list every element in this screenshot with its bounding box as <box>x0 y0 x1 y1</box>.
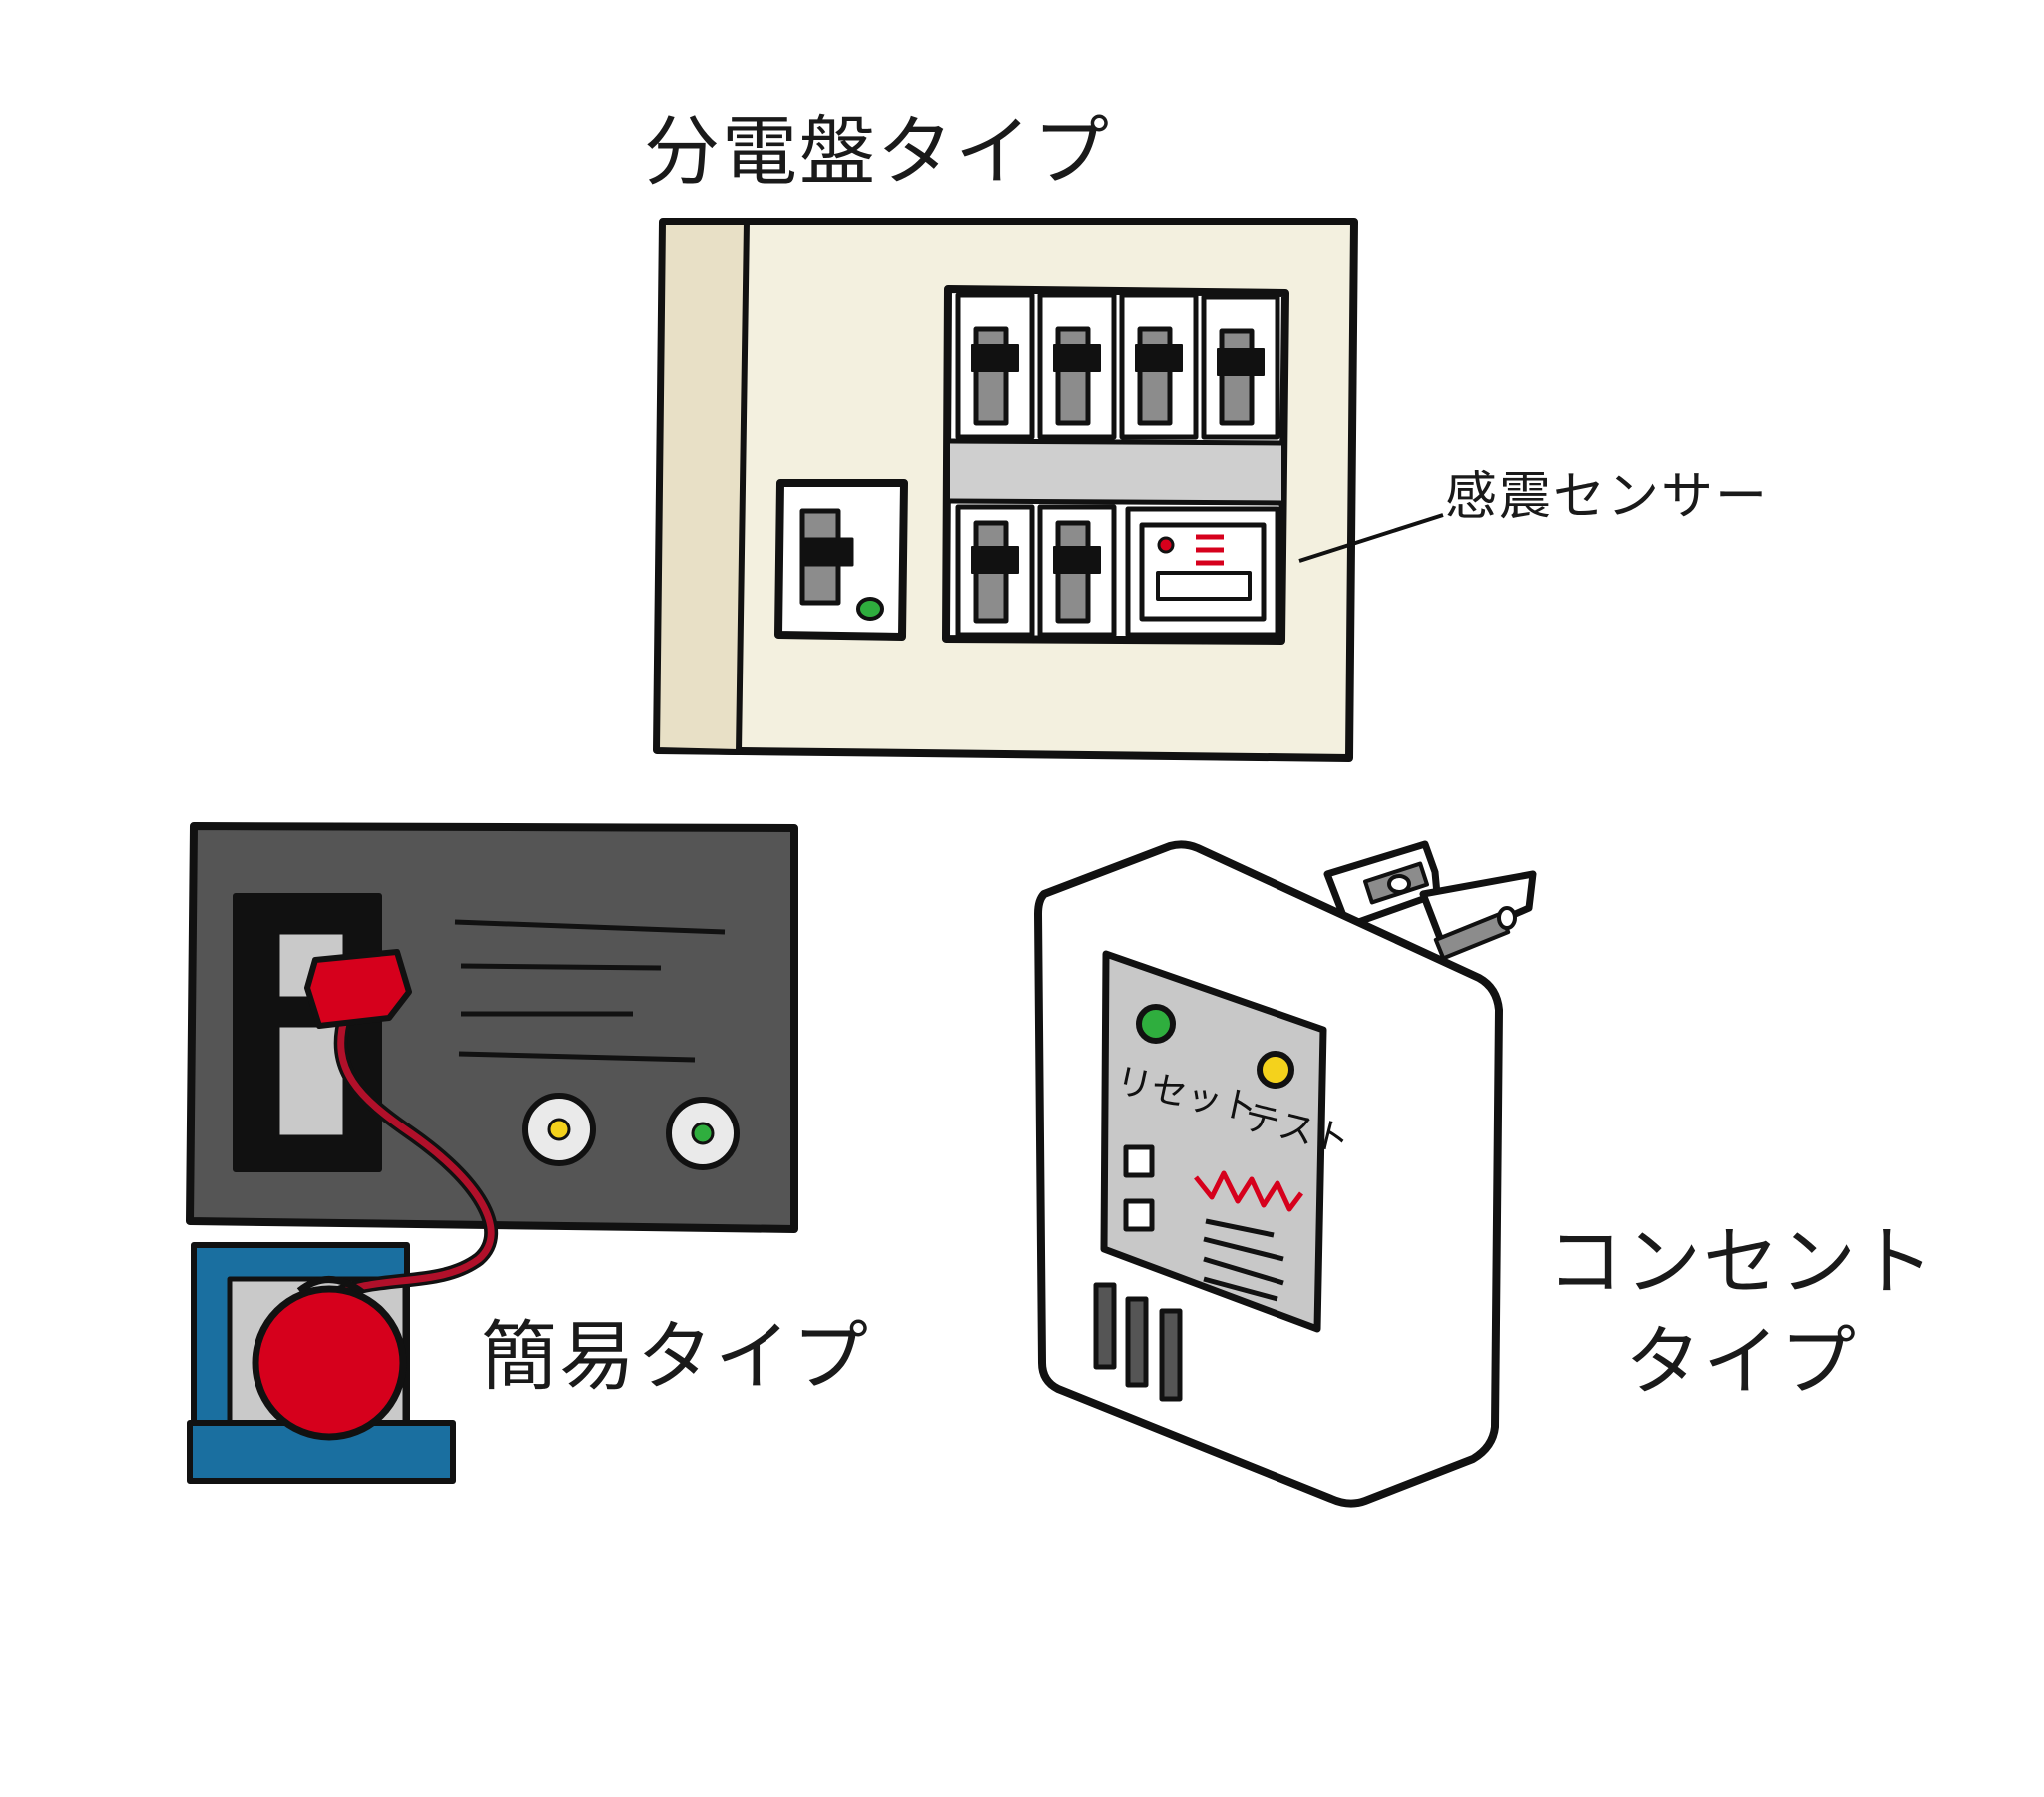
trigger-plug <box>304 949 412 1029</box>
simple-type-device <box>186 822 798 1484</box>
mode-checkboxes <box>1123 1144 1155 1232</box>
plug-prongs <box>1323 840 1537 961</box>
simple-breaker <box>233 893 382 1172</box>
seismic-sensor-unit <box>1125 506 1280 638</box>
distribution-board-title: 分電盤タイプ <box>644 107 1111 196</box>
outlet-title-line2: タイプ <box>1625 1317 1858 1406</box>
indicator-lamps <box>522 1093 740 1170</box>
wave-icon <box>1194 1170 1303 1212</box>
outlet-title-line1: コンセント <box>1547 1217 1936 1306</box>
outlet-type-title: コンセント タイプ <box>1547 1212 1936 1412</box>
main-breaker <box>774 479 908 641</box>
seismic-sensor-label: 感震センサー <box>1445 467 1770 527</box>
branch-breaker-block <box>942 285 1289 645</box>
breaker-row-bottom <box>955 504 1117 638</box>
text-lines <box>1203 1218 1284 1302</box>
simple-type-title: 簡易タイプ <box>481 1312 870 1401</box>
reset-led <box>1136 1004 1176 1044</box>
outlet-type-device: リセット テスト <box>1034 840 1537 1508</box>
vent-slots <box>1093 1282 1183 1402</box>
breaker-row-top <box>955 292 1280 440</box>
label-lines <box>454 919 726 1063</box>
distribution-board <box>653 218 1444 762</box>
sensor-leader-line <box>1298 513 1444 563</box>
red-weight-ball <box>252 1276 407 1441</box>
test-led <box>1257 1051 1294 1089</box>
